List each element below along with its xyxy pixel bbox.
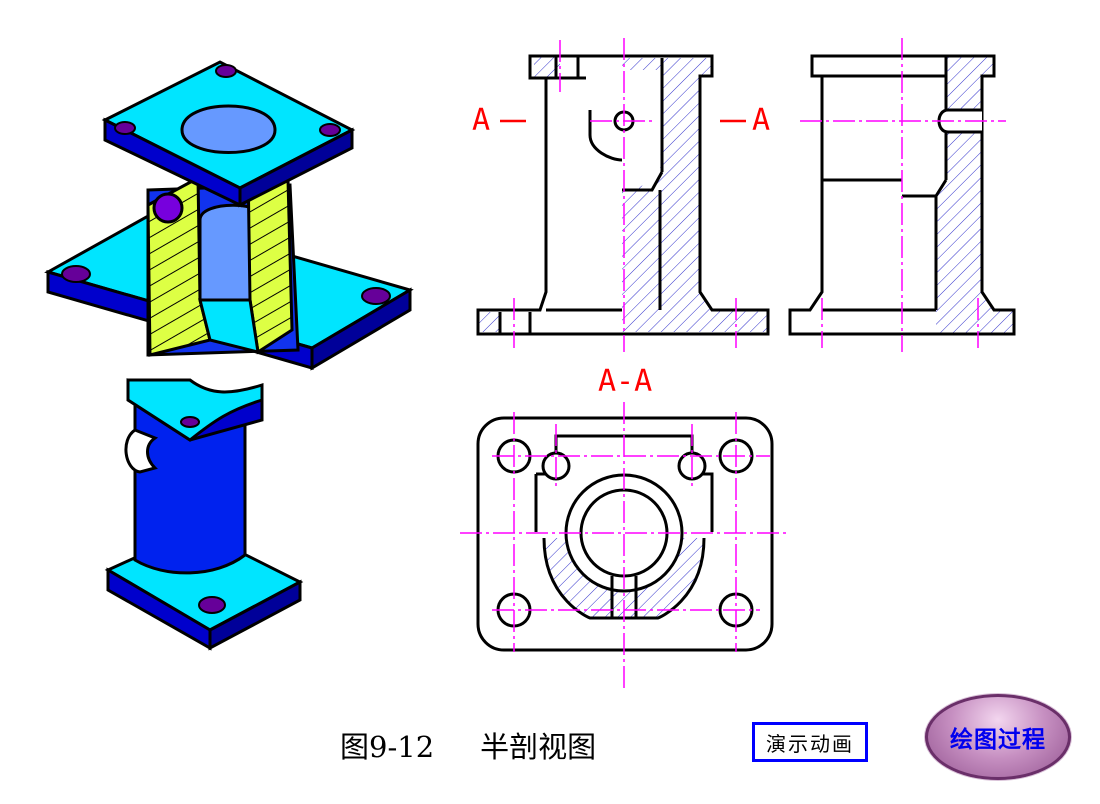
figure-number: 图9-12	[340, 730, 435, 764]
iso-bolt-hole	[361, 287, 391, 305]
figure-caption: 图9-12 半剖视图	[340, 724, 596, 766]
iso-bolt-hole	[180, 416, 200, 428]
iso-bolt-hole	[215, 64, 237, 78]
section-marker-right: A	[752, 103, 771, 138]
drawing-process-label: 绘图过程	[950, 726, 1046, 753]
demo-animation-button[interactable]: 演示动画	[752, 722, 868, 762]
side-view-section	[788, 38, 1016, 352]
iso-upper-flange	[101, 60, 356, 224]
iso-bolt-hole	[114, 121, 136, 135]
top-view-section-aa	[460, 402, 790, 690]
section-view-title: A-A	[598, 364, 653, 399]
iso-removed-half	[104, 378, 304, 651]
section-marker-left: A	[472, 103, 491, 138]
front-view-half-section	[476, 38, 770, 352]
iso-side-boss-hole	[152, 192, 184, 224]
figure-title: 半剖视图	[480, 730, 597, 764]
iso-bolt-hole	[61, 265, 91, 283]
iso-sectioned-view	[44, 60, 414, 371]
iso-bolt-hole	[319, 123, 341, 137]
drawing-process-button[interactable]: 绘图过程	[925, 694, 1071, 780]
iso-bolt-hole	[198, 596, 226, 614]
